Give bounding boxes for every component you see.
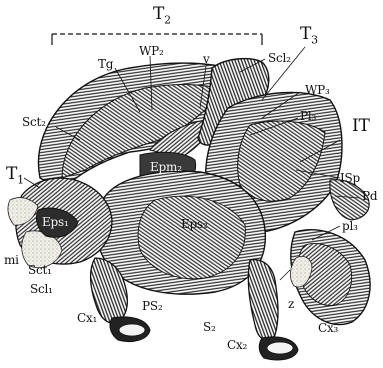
label-epm2: Epm₂ [150,161,182,173]
label-mi: mi [4,254,19,266]
label-pl3: Pl₃ [300,110,316,122]
label-cx2: Cx₂ [227,339,247,351]
label-sct1: Sct₁ [28,264,52,276]
label-t3: T3 [300,26,318,45]
label-isp: ISp [340,172,360,184]
label-it: IT [352,118,370,135]
leg-1-socket [119,324,145,336]
label-cx1: Cx₁ [77,312,97,324]
label-eps1: Eps₁ [42,216,69,228]
label-tg: Tg [98,58,113,70]
label-v: v [203,53,210,65]
label-t2: T2 [153,6,171,25]
label-z: z [288,298,294,310]
episternum-inner [138,196,245,279]
label-eps2: Eps₂ [181,218,208,230]
label-pd: Pd [362,190,377,202]
leg-2-socket [267,342,293,354]
label-pl3-lower: pl₃ [342,220,358,232]
label-wp3: WP₃ [305,84,330,96]
label-ps2: PS₂ [142,300,163,312]
label-s2: S₂ [203,321,216,333]
label-sct2: Sct₂ [22,116,46,128]
label-scl1: Scl₁ [30,283,53,295]
label-wp2: WP₂ [139,45,164,57]
coxa-2 [248,260,278,341]
label-scl2: Scl₂ [268,52,291,64]
label-cx3: Cx₃ [318,322,338,334]
label-t1: T1 [6,166,24,185]
